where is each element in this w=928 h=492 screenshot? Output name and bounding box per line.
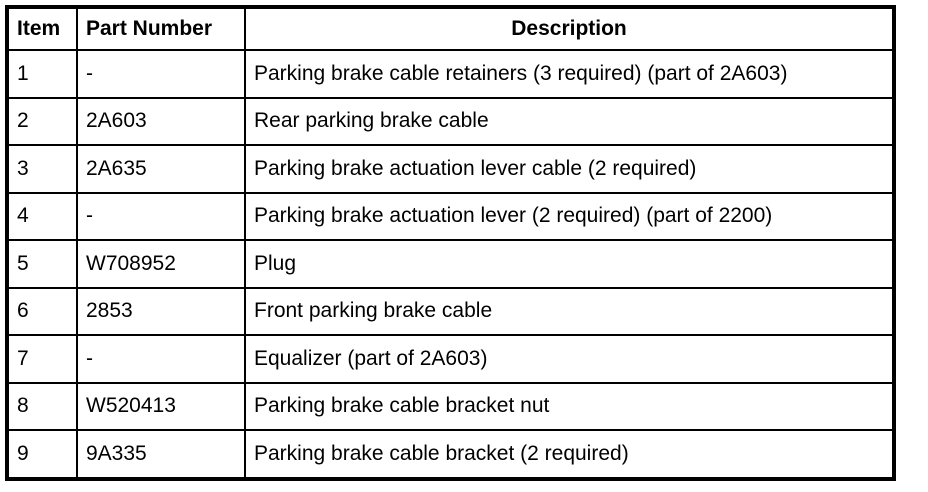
- column-header-part-number: Part Number: [76, 6, 246, 51]
- cell-part-number: 2853: [76, 286, 246, 336]
- column-header-item: Item: [6, 6, 78, 51]
- cell-description: Parking brake cable retainers (3 require…: [244, 49, 895, 99]
- parts-table: Item Part Number Description 1 - Parking…: [5, 5, 896, 481]
- cell-description: Parking brake cable bracket (2 required): [244, 429, 895, 480]
- parts-table-container: Item Part Number Description 1 - Parking…: [5, 5, 896, 481]
- cell-part-number: 2A603: [76, 96, 246, 146]
- cell-item: 1: [6, 49, 78, 99]
- cell-item: 9: [6, 429, 78, 480]
- cell-description: Plug: [244, 239, 895, 289]
- cell-part-number: 2A635: [76, 144, 246, 194]
- cell-part-number: -: [76, 49, 246, 99]
- cell-item: 2: [6, 96, 78, 146]
- cell-item: 3: [6, 144, 78, 194]
- cell-description: Equalizer (part of 2A603): [244, 334, 895, 384]
- cell-part-number: -: [76, 334, 246, 384]
- table-row: 5 W708952 Plug: [6, 239, 895, 289]
- table-row: 4 - Parking brake actuation lever (2 req…: [6, 191, 895, 241]
- cell-part-number: 9A335: [76, 429, 246, 480]
- cell-description: Front parking brake cable: [244, 286, 895, 336]
- table-row: 6 2853 Front parking brake cable: [6, 286, 895, 336]
- table-row: 2 2A603 Rear parking brake cable: [6, 96, 895, 146]
- cell-description: Rear parking brake cable: [244, 96, 895, 146]
- cell-item: 8: [6, 381, 78, 431]
- table-row: 3 2A635 Parking brake actuation lever ca…: [6, 144, 895, 194]
- table-row: 9 9A335 Parking brake cable bracket (2 r…: [6, 429, 895, 480]
- column-header-description: Description: [244, 6, 895, 51]
- cell-item: 7: [6, 334, 78, 384]
- cell-part-number: W708952: [76, 239, 246, 289]
- cell-part-number: -: [76, 191, 246, 241]
- cell-item: 5: [6, 239, 78, 289]
- table-row: 8 W520413 Parking brake cable bracket nu…: [6, 381, 895, 431]
- table-row: 1 - Parking brake cable retainers (3 req…: [6, 49, 895, 99]
- cell-item: 4: [6, 191, 78, 241]
- table-header-row: Item Part Number Description: [6, 6, 895, 51]
- cell-description: Parking brake actuation lever cable (2 r…: [244, 144, 895, 194]
- cell-part-number: W520413: [76, 381, 246, 431]
- table-row: 7 - Equalizer (part of 2A603): [6, 334, 895, 384]
- cell-item: 6: [6, 286, 78, 336]
- cell-description: Parking brake actuation lever (2 require…: [244, 191, 895, 241]
- cell-description: Parking brake cable bracket nut: [244, 381, 895, 431]
